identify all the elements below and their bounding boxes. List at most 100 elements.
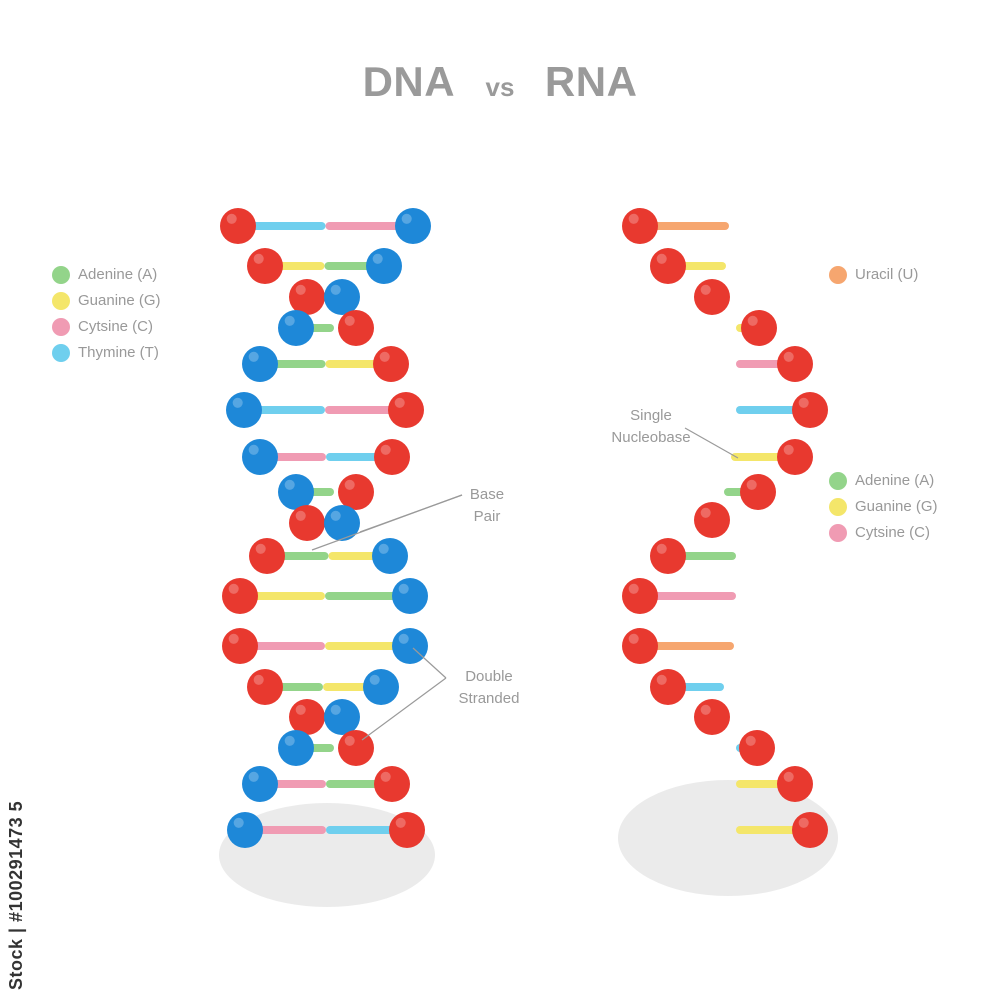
dna-backbone-ball-highlight — [226, 213, 237, 224]
dna-backbone-ball-highlight — [253, 674, 264, 685]
callout-single-nucleobase-line1: Single — [630, 407, 672, 424]
rna-backbone-ball — [792, 392, 828, 428]
dna-backbone-ball — [222, 578, 258, 614]
dna-backbone-ball — [363, 669, 399, 705]
dna-backbone-ball-highlight — [398, 583, 409, 594]
callout-double-stranded: Double Stranded — [444, 666, 534, 710]
legend-swatch-icon — [829, 266, 847, 284]
rna-backbone-ball-highlight — [798, 817, 809, 828]
rna-backbone-ball — [740, 474, 776, 510]
rna-shadow — [618, 780, 838, 896]
rna-backbone-ball-highlight — [700, 704, 711, 715]
dna-backbone-ball-highlight — [284, 315, 295, 326]
dna-backbone-ball — [338, 310, 374, 346]
rna-backbone-ball-highlight — [700, 507, 711, 518]
callout-double-stranded-leader — [412, 647, 447, 679]
dna-backbone-ball-highlight — [401, 213, 412, 224]
legend-item: Guanine (G) — [829, 494, 938, 520]
rna-backbone-ball — [777, 439, 813, 475]
legend-item: Thymine (T) — [52, 340, 161, 366]
dna-backbone-ball — [388, 392, 424, 428]
title-dna: DNA — [362, 58, 456, 105]
dna-backbone-ball — [226, 392, 262, 428]
dna-backbone-ball-highlight — [232, 397, 243, 408]
dna-backbone-ball — [324, 699, 360, 735]
legend-label: Adenine (A) — [78, 266, 158, 283]
dna-backbone-ball-highlight — [394, 397, 405, 408]
dna-backbone-ball — [278, 310, 314, 346]
legend-label: Guanine (G) — [78, 292, 161, 309]
dna-backbone-ball-highlight — [379, 351, 390, 362]
legend-swatch-icon — [829, 524, 847, 542]
dna-backbone-ball — [324, 279, 360, 315]
rna-backbone-ball — [694, 502, 730, 538]
rna-legend-uracil: Uracil (U) — [829, 262, 918, 288]
rna-backbone-ball-highlight — [783, 771, 794, 782]
rna-backbone-ball-highlight — [628, 633, 639, 644]
dna-backbone-ball — [324, 505, 360, 541]
legend-swatch-icon — [829, 498, 847, 516]
rna-backbone-ball — [622, 578, 658, 614]
callout-base-pair-line2: Pair — [473, 508, 501, 525]
rna-backbone-ball-highlight — [745, 735, 756, 746]
callout-base-pair: Base Pair — [462, 484, 512, 528]
dna-backbone-ball-highlight — [380, 771, 391, 782]
dna-backbone-ball — [227, 812, 263, 848]
rna-backbone-ball — [650, 248, 686, 284]
dna-backbone-ball-highlight — [233, 817, 244, 828]
legend-swatch-icon — [52, 292, 70, 310]
dna-backbone-ball — [289, 279, 325, 315]
callout-double-stranded-line1: Double — [465, 668, 513, 685]
dna-backbone-ball-highlight — [248, 444, 259, 455]
legend-label: Adenine (A) — [855, 472, 935, 489]
stock-id-watermark: Stock | #100291473 5 — [6, 800, 26, 990]
rna-backbone-ball-highlight — [746, 479, 757, 490]
dna-legend: Adenine (A)Guanine (G)Cytsine (C)Thymine… — [52, 262, 161, 366]
dna-backbone-ball-highlight — [344, 735, 355, 746]
rna-backbone-ball-highlight — [656, 543, 667, 554]
callout-base-pair-line1: Base — [469, 486, 505, 503]
dna-backbone-ball — [220, 208, 256, 244]
dna-backbone-ball-highlight — [372, 253, 383, 264]
dna-backbone-ball-highlight — [284, 479, 295, 490]
dna-backbone-ball — [249, 538, 285, 574]
rna-backbone-ball-highlight — [798, 397, 809, 408]
dna-backbone-ball — [338, 730, 374, 766]
rna-backbone-ball-highlight — [628, 213, 639, 224]
dna-backbone-ball-highlight — [228, 633, 239, 644]
legend-item: Cytsine (C) — [829, 520, 938, 546]
legend-swatch-icon — [52, 266, 70, 284]
dna-backbone-ball-highlight — [395, 817, 406, 828]
dna-backbone-ball — [222, 628, 258, 664]
rna-backbone-ball-highlight — [783, 444, 794, 455]
dna-backbone-ball — [247, 669, 283, 705]
dna-backbone-ball-highlight — [398, 633, 409, 644]
dna-backbone-ball-highlight — [248, 771, 259, 782]
rna-backbone-ball — [622, 208, 658, 244]
dna-backbone-ball — [374, 766, 410, 802]
rna-backbone-ball-highlight — [747, 315, 758, 326]
legend-label: Uracil (U) — [855, 266, 919, 283]
legend-swatch-icon — [829, 472, 847, 490]
rna-backbone-ball-highlight — [656, 253, 667, 264]
dna-backbone-ball — [373, 346, 409, 382]
dna-backbone-ball — [289, 505, 325, 541]
dna-backbone-ball-highlight — [295, 704, 306, 715]
rna-backbone-ball-highlight — [783, 351, 794, 362]
legend-label: Thymine (T) — [78, 344, 159, 361]
dna-backbone-ball — [338, 474, 374, 510]
dna-backbone-ball-highlight — [344, 479, 355, 490]
legend-item: Uracil (U) — [829, 262, 918, 288]
callout-single-nucleobase: Single Nucleobase — [603, 405, 699, 449]
dna-backbone-ball-highlight — [344, 315, 355, 326]
dna-backbone-ball-highlight — [330, 510, 341, 521]
callout-single-nucleobase-line2: Nucleobase — [611, 429, 691, 446]
rna-legend: Adenine (A) Guanine (G)Cytsine (C) — [829, 468, 938, 546]
dna-backbone-ball-highlight — [255, 543, 266, 554]
rna-backbone-ball-highlight — [656, 674, 667, 685]
rna-backbone-ball — [694, 279, 730, 315]
legend-item: Guanine (G) — [52, 288, 161, 314]
dna-backbone-ball-highlight — [330, 284, 341, 295]
dna-backbone-ball — [289, 699, 325, 735]
rna-backbone-ball-highlight — [628, 583, 639, 594]
